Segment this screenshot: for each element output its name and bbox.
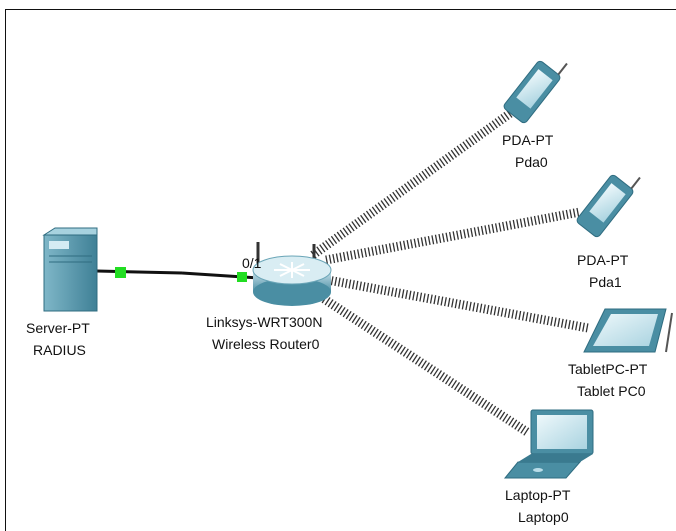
pda1-name-label: Pda1	[589, 274, 622, 290]
wireless-links	[310, 108, 589, 436]
server-name-label: RADIUS	[33, 342, 86, 358]
router-icon[interactable]	[252, 242, 332, 306]
pda1-icon[interactable]	[575, 163, 643, 239]
tablet-name-label: Tablet PC0	[577, 383, 646, 399]
server-icon[interactable]	[42, 227, 98, 312]
link-status-light-server	[115, 267, 126, 278]
router-port-label: 0/1	[242, 255, 262, 271]
pda0-icon[interactable]	[502, 49, 570, 125]
laptop-icon[interactable]	[503, 409, 594, 479]
tablet-type-label: TabletPC-PT	[568, 361, 648, 377]
wireless-link-pda0[interactable]	[310, 108, 515, 259]
pda0-type-label: PDA-PT	[502, 132, 554, 148]
ethernet-link-server-router[interactable]	[96, 267, 259, 282]
laptop-name-label: Laptop0	[518, 509, 569, 525]
pda0-name-label: Pda0	[515, 154, 548, 170]
workspace-border-top	[5, 9, 676, 10]
workspace-border-left	[5, 9, 6, 531]
link-status-light-router	[237, 272, 247, 282]
tablet-pc-icon[interactable]	[583, 308, 673, 353]
wireless-link-laptop[interactable]	[312, 289, 530, 436]
router-type-label: Linksys-WRT300N	[206, 314, 323, 330]
laptop-type-label: Laptop-PT	[505, 487, 571, 503]
pda1-type-label: PDA-PT	[577, 252, 629, 268]
server-type-label: Server-PT	[26, 320, 90, 336]
wireless-link-tablet[interactable]	[327, 275, 589, 333]
router-name-label: Wireless Router0	[212, 336, 320, 352]
